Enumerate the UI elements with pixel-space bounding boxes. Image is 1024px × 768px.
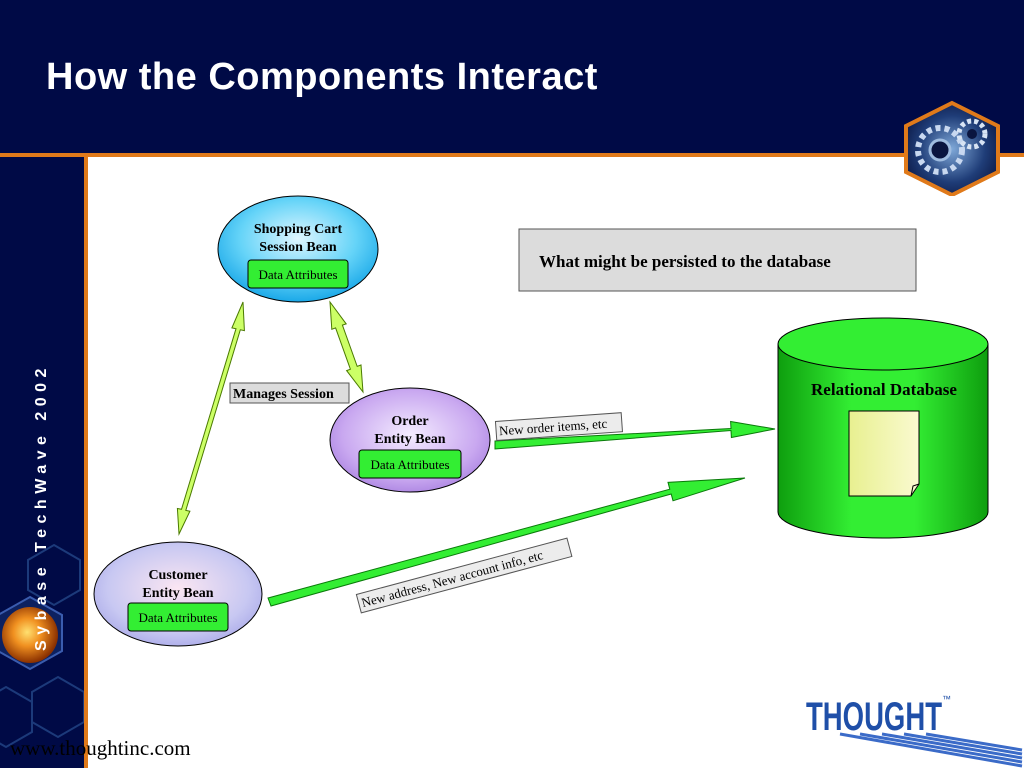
arrow-cart-order — [329, 300, 364, 394]
svg-text:Order: Order — [391, 414, 428, 429]
logo-swoosh-icon — [839, 732, 1023, 768]
persisted-caption-text: What might be persisted to the database — [539, 252, 831, 271]
relational-database: Relational Database — [777, 317, 989, 539]
arrow-order-database — [494, 420, 776, 450]
logo-trademark: ™ — [942, 694, 951, 704]
footer-url[interactable]: www.thoughtinc.com — [10, 736, 191, 760]
document-icon — [848, 410, 920, 497]
svg-text:Shopping Cart: Shopping Cart — [254, 222, 343, 237]
customer-entity-bean: Customer Entity Bean Data Attributes — [93, 541, 263, 647]
data-attributes-box — [358, 449, 462, 479]
svg-text:Entity Bean: Entity Bean — [142, 586, 213, 601]
svg-text:New address, New account info,: New address, New account info, etc — [360, 547, 545, 610]
header-band — [0, 0, 1024, 155]
sidebar-divider — [84, 157, 88, 768]
svg-text:Manages Session: Manages Session — [233, 387, 334, 402]
svg-text:Data Attributes: Data Attributes — [258, 267, 337, 282]
hexagon-decoration-icon — [0, 543, 84, 749]
svg-text:Data Attributes: Data Attributes — [370, 457, 449, 472]
data-attributes-box — [127, 602, 229, 632]
svg-text:Data Attributes: Data Attributes — [138, 610, 217, 625]
arrow-customer-database — [267, 477, 746, 607]
arrow-cart-customer — [176, 301, 245, 536]
shopping-cart-session-bean: Shopping Cart Session Bean Data Attribut… — [217, 195, 379, 303]
database-label: Relational Database — [811, 380, 957, 399]
slide-title: How the Components Interact — [46, 56, 598, 98]
gear-logo-icon — [904, 100, 1000, 196]
svg-text:Session Bean: Session Bean — [259, 240, 337, 255]
manages-session-label: Manages Session — [229, 382, 350, 404]
persisted-caption-box: What might be persisted to the database — [518, 228, 917, 292]
new-order-items-label: New order items, etc — [494, 412, 624, 441]
logo-wordmark: THOUGHT — [806, 695, 942, 739]
header-divider — [0, 153, 1024, 157]
sidebar-band: Sybase TechWave 2002 — [0, 157, 84, 768]
svg-text:Customer: Customer — [148, 568, 207, 583]
data-attributes-box — [247, 259, 349, 289]
thought-logo: THOUGHT ™ — [806, 694, 1023, 768]
svg-text:Entity Bean: Entity Bean — [374, 432, 445, 447]
order-entity-bean: Order Entity Bean Data Attributes — [329, 387, 491, 493]
